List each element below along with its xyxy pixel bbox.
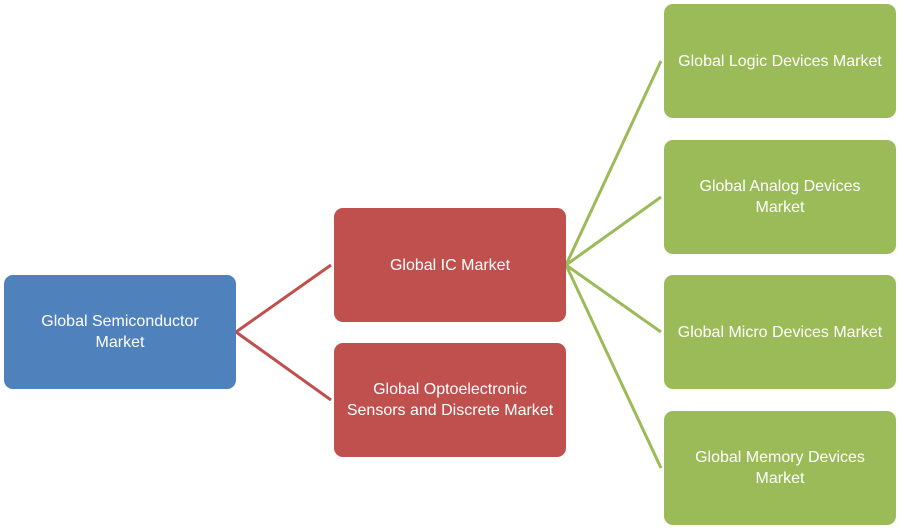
node-global-logic-devices-market: Global Logic Devices Market xyxy=(664,4,896,118)
connector-root-to-ic xyxy=(235,263,332,334)
connector-ic-to-logic xyxy=(564,60,663,266)
connector-root-to-opto xyxy=(235,330,332,402)
node-global-optoelectronic-sensors-discrete-market: Global Optoelectronic Sensors and Discre… xyxy=(334,343,566,457)
node-global-ic-market: Global IC Market xyxy=(334,208,566,322)
node-global-semiconductor-market: Global Semiconductor Market xyxy=(4,275,236,389)
node-global-memory-devices-market: Global Memory Devices Market xyxy=(664,411,896,525)
connector-ic-to-micro xyxy=(565,263,662,334)
node-global-analog-devices-market: Global Analog Devices Market xyxy=(664,140,896,254)
connector-ic-to-memory xyxy=(564,264,663,469)
node-global-micro-devices-market: Global Micro Devices Market xyxy=(664,275,896,389)
connector-ic-to-analog xyxy=(565,195,662,267)
